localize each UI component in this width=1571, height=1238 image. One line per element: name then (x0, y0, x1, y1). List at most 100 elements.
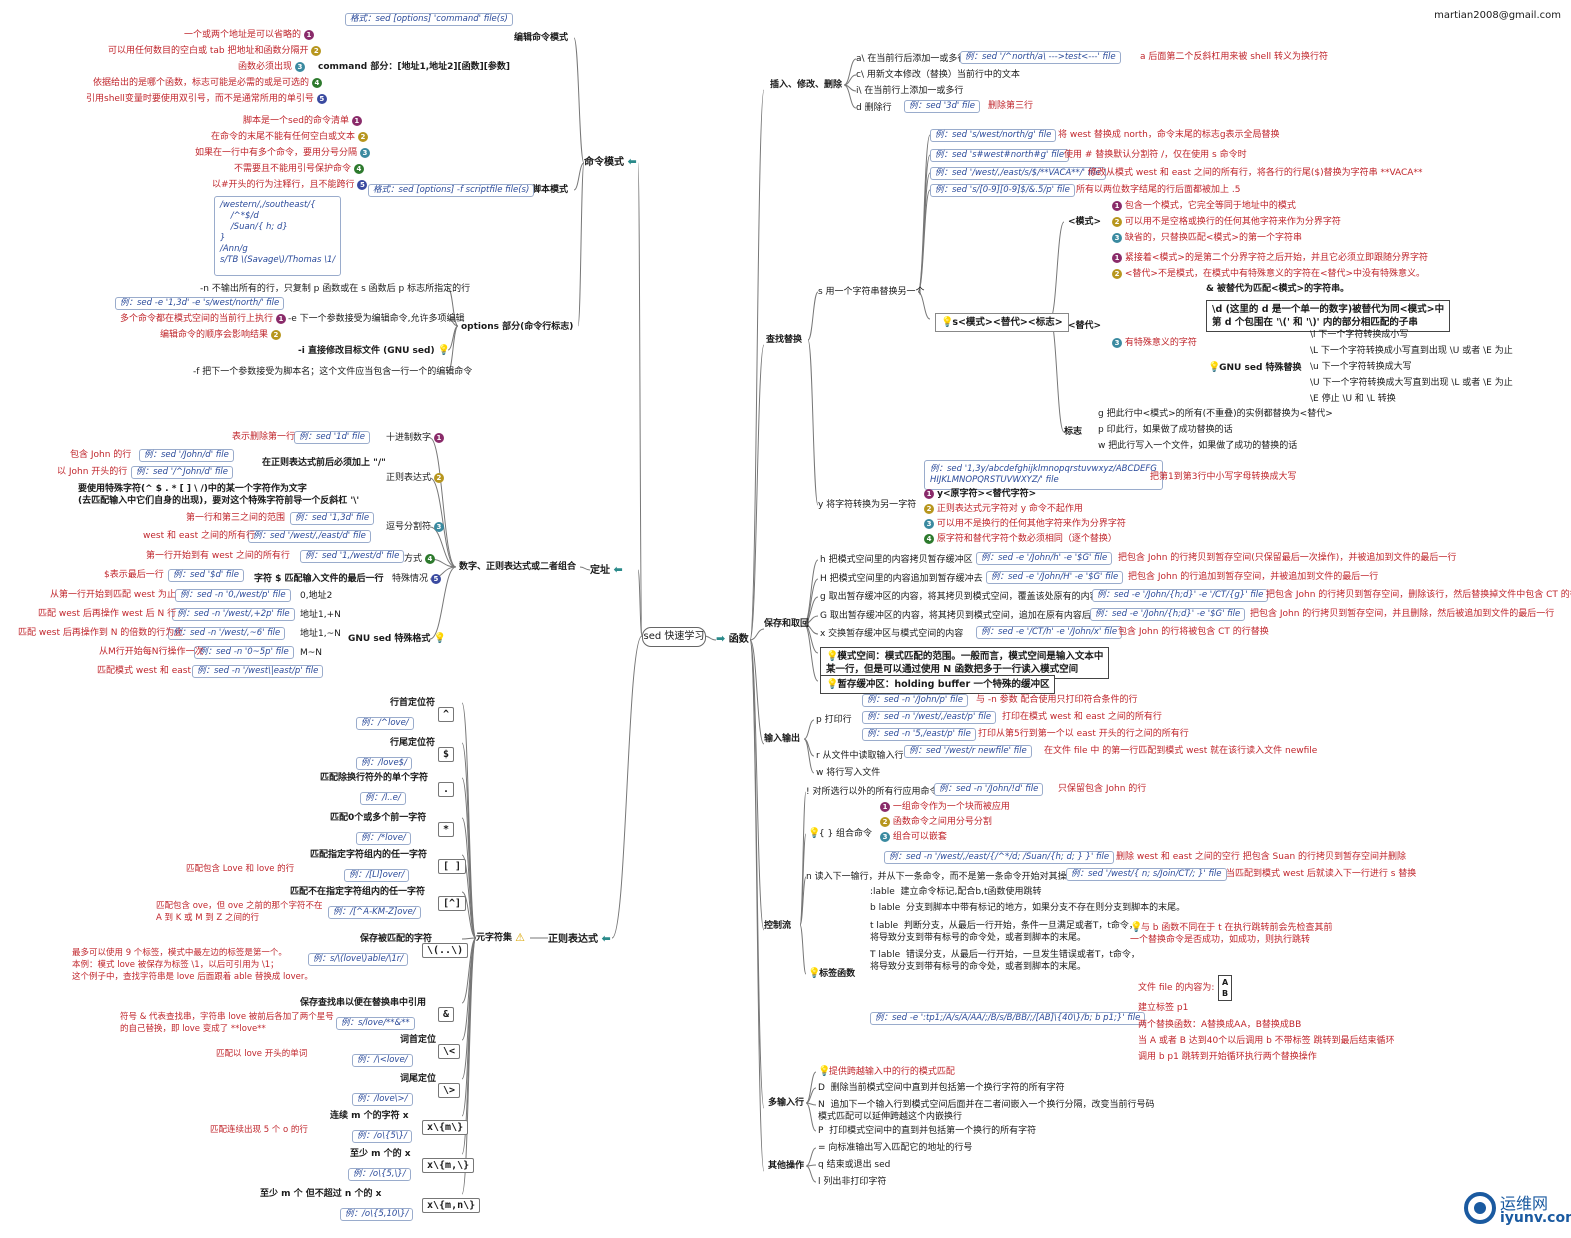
watermark-logo-icon (1464, 1192, 1496, 1224)
y-command: y 将字符转换为另一字符 (818, 500, 917, 510)
metachar-desc: 词首定位 (400, 1035, 437, 1045)
r-command: r 从文件中读取输入行 (816, 751, 904, 761)
option-e-example: 例：sed -e '1,3d' -e 's/west/north/' file (115, 297, 285, 310)
group-note: 删除 west 和 east 之间的空行 把包含 Suan 的行拷贝到暂存空间并… (1116, 852, 1407, 862)
metachar-example: 例：/*love/ (356, 832, 411, 845)
label-example-note: 建立标签 p1 (1138, 1003, 1189, 1013)
comma-example-1: 例：sed '1,3d' file (290, 512, 375, 525)
edit-cmd-mode[interactable]: 编辑命令模式 (514, 33, 569, 43)
insert-note: a 后面第二个反斜杠用来被 shell 转义为换行符 (1140, 52, 1329, 62)
arrow-left-icon: ⬅ (627, 155, 637, 168)
connector (749, 639, 765, 745)
gnu-sed-special: 💡 GNU sed 特殊替换 (1208, 361, 1302, 373)
connector (573, 162, 585, 191)
insert-modify-delete[interactable]: 插入、修改、删除 (770, 80, 843, 90)
find-replace[interactable]: 查找替换 (766, 335, 803, 345)
s-example-note: 将 west 替换成 north，命令末尾的标志g表示全局替换 (1058, 130, 1280, 140)
metachar-desc: 保存被匹配的字符 (360, 934, 433, 944)
connector (803, 719, 815, 740)
hold-example: 例：sed -e '/John/h' -e '$G' file (976, 552, 1113, 565)
branch-command-mode[interactable]: 命令模式 ⬅ (584, 156, 637, 169)
other-operations[interactable]: 其他操作 (768, 1161, 805, 1171)
option-f: -f 把下一个参数接受为脚本名；这个文件应当包含一行一个的编辑命令 (193, 367, 473, 377)
flag-row: w 把此行写入一个文件，如果做了成功的替换的话 (1098, 441, 1298, 451)
number-badge-icon: 4 (924, 533, 934, 544)
connector (429, 566, 457, 640)
metachar-example: 例：/[Ll]over/ (344, 869, 410, 882)
command-note: 引用shell变量时要使用双引号，而不是通常所用的单引号 5 (86, 93, 327, 105)
y-note: 3 可以用不是换行的任何其他字符来作为分界字符 (924, 518, 1126, 530)
address-types[interactable]: 数字、正则表达式或二者组合 (459, 562, 577, 572)
command-part[interactable]: command 部分：[地址1,地址2][函数][参数] (318, 62, 510, 72)
input-output[interactable]: 输入输出 (764, 734, 801, 744)
connector (573, 37, 585, 164)
connector (803, 623, 819, 682)
metachar-desc: 匹配不在指定字符组内的任一字符 (290, 887, 426, 897)
gnu-format-note: 从M行开始每N行操作一次 (99, 647, 204, 657)
connector (805, 1102, 817, 1132)
charset[interactable]: 元字符集 ⚠ (476, 930, 526, 944)
gnu-format-note: 匹配模式 west 和 east (97, 666, 191, 676)
metachar-symbol: ^ (438, 707, 455, 722)
multi-row: D 删除当前模式空间中直到并包括第一个换行字符的所有字符 (818, 1083, 1065, 1093)
lightbulb-icon: 💡 (437, 344, 451, 356)
metachar-example: 例：/love\>/ (352, 1093, 413, 1106)
gnu-sub-row: \U 下一个字符转换成大写直到出现 \L 或者 \E 为止 (1310, 378, 1513, 388)
branch-regex[interactable]: 正则表达式 ⬅ (548, 932, 611, 945)
regex-special-chars: 要使用特殊字符(^ $ . * [ ] \ /)中的某一个字符作为文字 (去匹配… (78, 484, 360, 506)
connector (917, 189, 931, 293)
hold-example: 例：sed -e '/John/H' -e '$G' file (986, 571, 1124, 584)
hold-row: g 取出暂存缓冲区的内容，将其拷贝到模式空间，覆盖该处原有的内容 (820, 592, 1099, 602)
script-note: 以#开头的行为注释行，且不能跨行 5 (212, 179, 368, 191)
control-flow[interactable]: 控制流 (764, 921, 792, 931)
number-badge-icon: 5 (316, 93, 327, 104)
multi-row: P 打印模式空间中的直到并包括第一个换行的所有字符 (818, 1126, 1037, 1136)
gnu-sub-row: \E 停止 \U 和 \L 转换 (1310, 394, 1396, 404)
script-note: 如果在一行中有多个命令，要用分号分隔 3 (195, 147, 370, 159)
multi-line-input[interactable]: 多输入行 (768, 1098, 805, 1108)
y-note: 1 y<原字符><替代字符> (924, 488, 1036, 500)
label-row: b lable 分支到脚本中带有标记的地方，如果分支不存在则分支到脚本的末尾。 (870, 903, 1186, 913)
hold-example: 例：sed -e '/CT/h' -e '/John/x' file (976, 626, 1123, 639)
branch-locate[interactable]: 定址 ⬅ (590, 563, 623, 576)
n-command: n 读入下一输行，并从下一条命令，而不是第一条命令开始对其操作 (806, 872, 1076, 882)
n-example: 例：sed '/west/{ n; s/Join/CT/; }' file (1066, 868, 1227, 881)
central-topic[interactable]: sed 快速学习 (642, 627, 706, 647)
replacement: <替代> (1068, 321, 1102, 331)
p-note: 打印从第5行到第一个以 east 开头的行之间的所有行 (978, 729, 1189, 739)
connector (1049, 221, 1065, 320)
metachar-symbol: \< (438, 1044, 461, 1059)
multi-row: N 追加下一个输入行到模式空间后面并在二者间嵌入一个换行分隔，改变当前行号码 模… (818, 1100, 1155, 1122)
regex-slash-rule: 在正则表达式前后必须加上 "/" (262, 458, 386, 468)
metachar-note: 匹配包含 Love 和 love 的行 (186, 864, 295, 874)
number-badge-icon: 1 (880, 801, 890, 812)
connector (803, 559, 819, 625)
insert-row: c\ 用新文本修改（替换）当前行中的文本 (856, 70, 1020, 80)
watermark-cn: 运维网 (1500, 1194, 1549, 1213)
gnu-format-example: 例：sed -n '0,/west/p' file (175, 589, 291, 602)
gnu-sub-row: \l 下一个字符转换成小写 (1310, 330, 1409, 340)
connector (429, 477, 457, 568)
hold-row: x 交换暂存缓冲区与模式空间的内容 (820, 629, 964, 639)
p-example: 例：sed -n '5,/east/p' file (862, 728, 976, 741)
metachar-note: 匹配以 love 开头的单词 (216, 1049, 308, 1059)
regex-example-1-note: 包含 John 的行 (70, 450, 132, 460)
options-part[interactable]: options 部分(命令行标志) (461, 322, 574, 332)
connector (799, 924, 807, 975)
script-mode[interactable]: 脚本模式 (532, 185, 569, 195)
replacement-note: 1 紧接着<模式>的是第二个分界字符之后开始，并且它必须立即跟随分界字符 (1112, 252, 1428, 264)
regex-address: 正则表达式 2 (386, 472, 444, 484)
s-syntax[interactable]: 💡 s<模式><替代><标志> (935, 313, 1069, 332)
n-note: 当匹配到模式 west 后就读入下一行进行 s 替换 (1226, 869, 1417, 879)
pattern-space-note: 💡 模式空间：模式匹配的范围。一般而言，模式空间是输入文本中 某一行，但是可以通… (820, 647, 1110, 679)
lightbulb-icon: 💡 (433, 632, 446, 644)
regex-example-2: 例：sed '/^John/d' file (131, 466, 233, 479)
save-restore[interactable]: 保存和取回 (764, 619, 810, 629)
flag-row: p 印此行，如果做了成功替换的话 (1098, 425, 1233, 435)
branch-functions[interactable]: ➡ 函数 (716, 632, 749, 645)
insert-example: 例：sed '3d' file (904, 100, 981, 113)
script-note: 在命令的末尾不能有任何空白或文本 2 (211, 131, 368, 143)
gnu-format-key: 0,地址2 (300, 591, 333, 601)
pattern-note: 1 包含一个模式，它完全等同于地址中的模式 (1112, 200, 1296, 212)
label-example-note: 调用 b p1 跳转到开始循环执行两个替换操作 (1138, 1052, 1317, 1062)
